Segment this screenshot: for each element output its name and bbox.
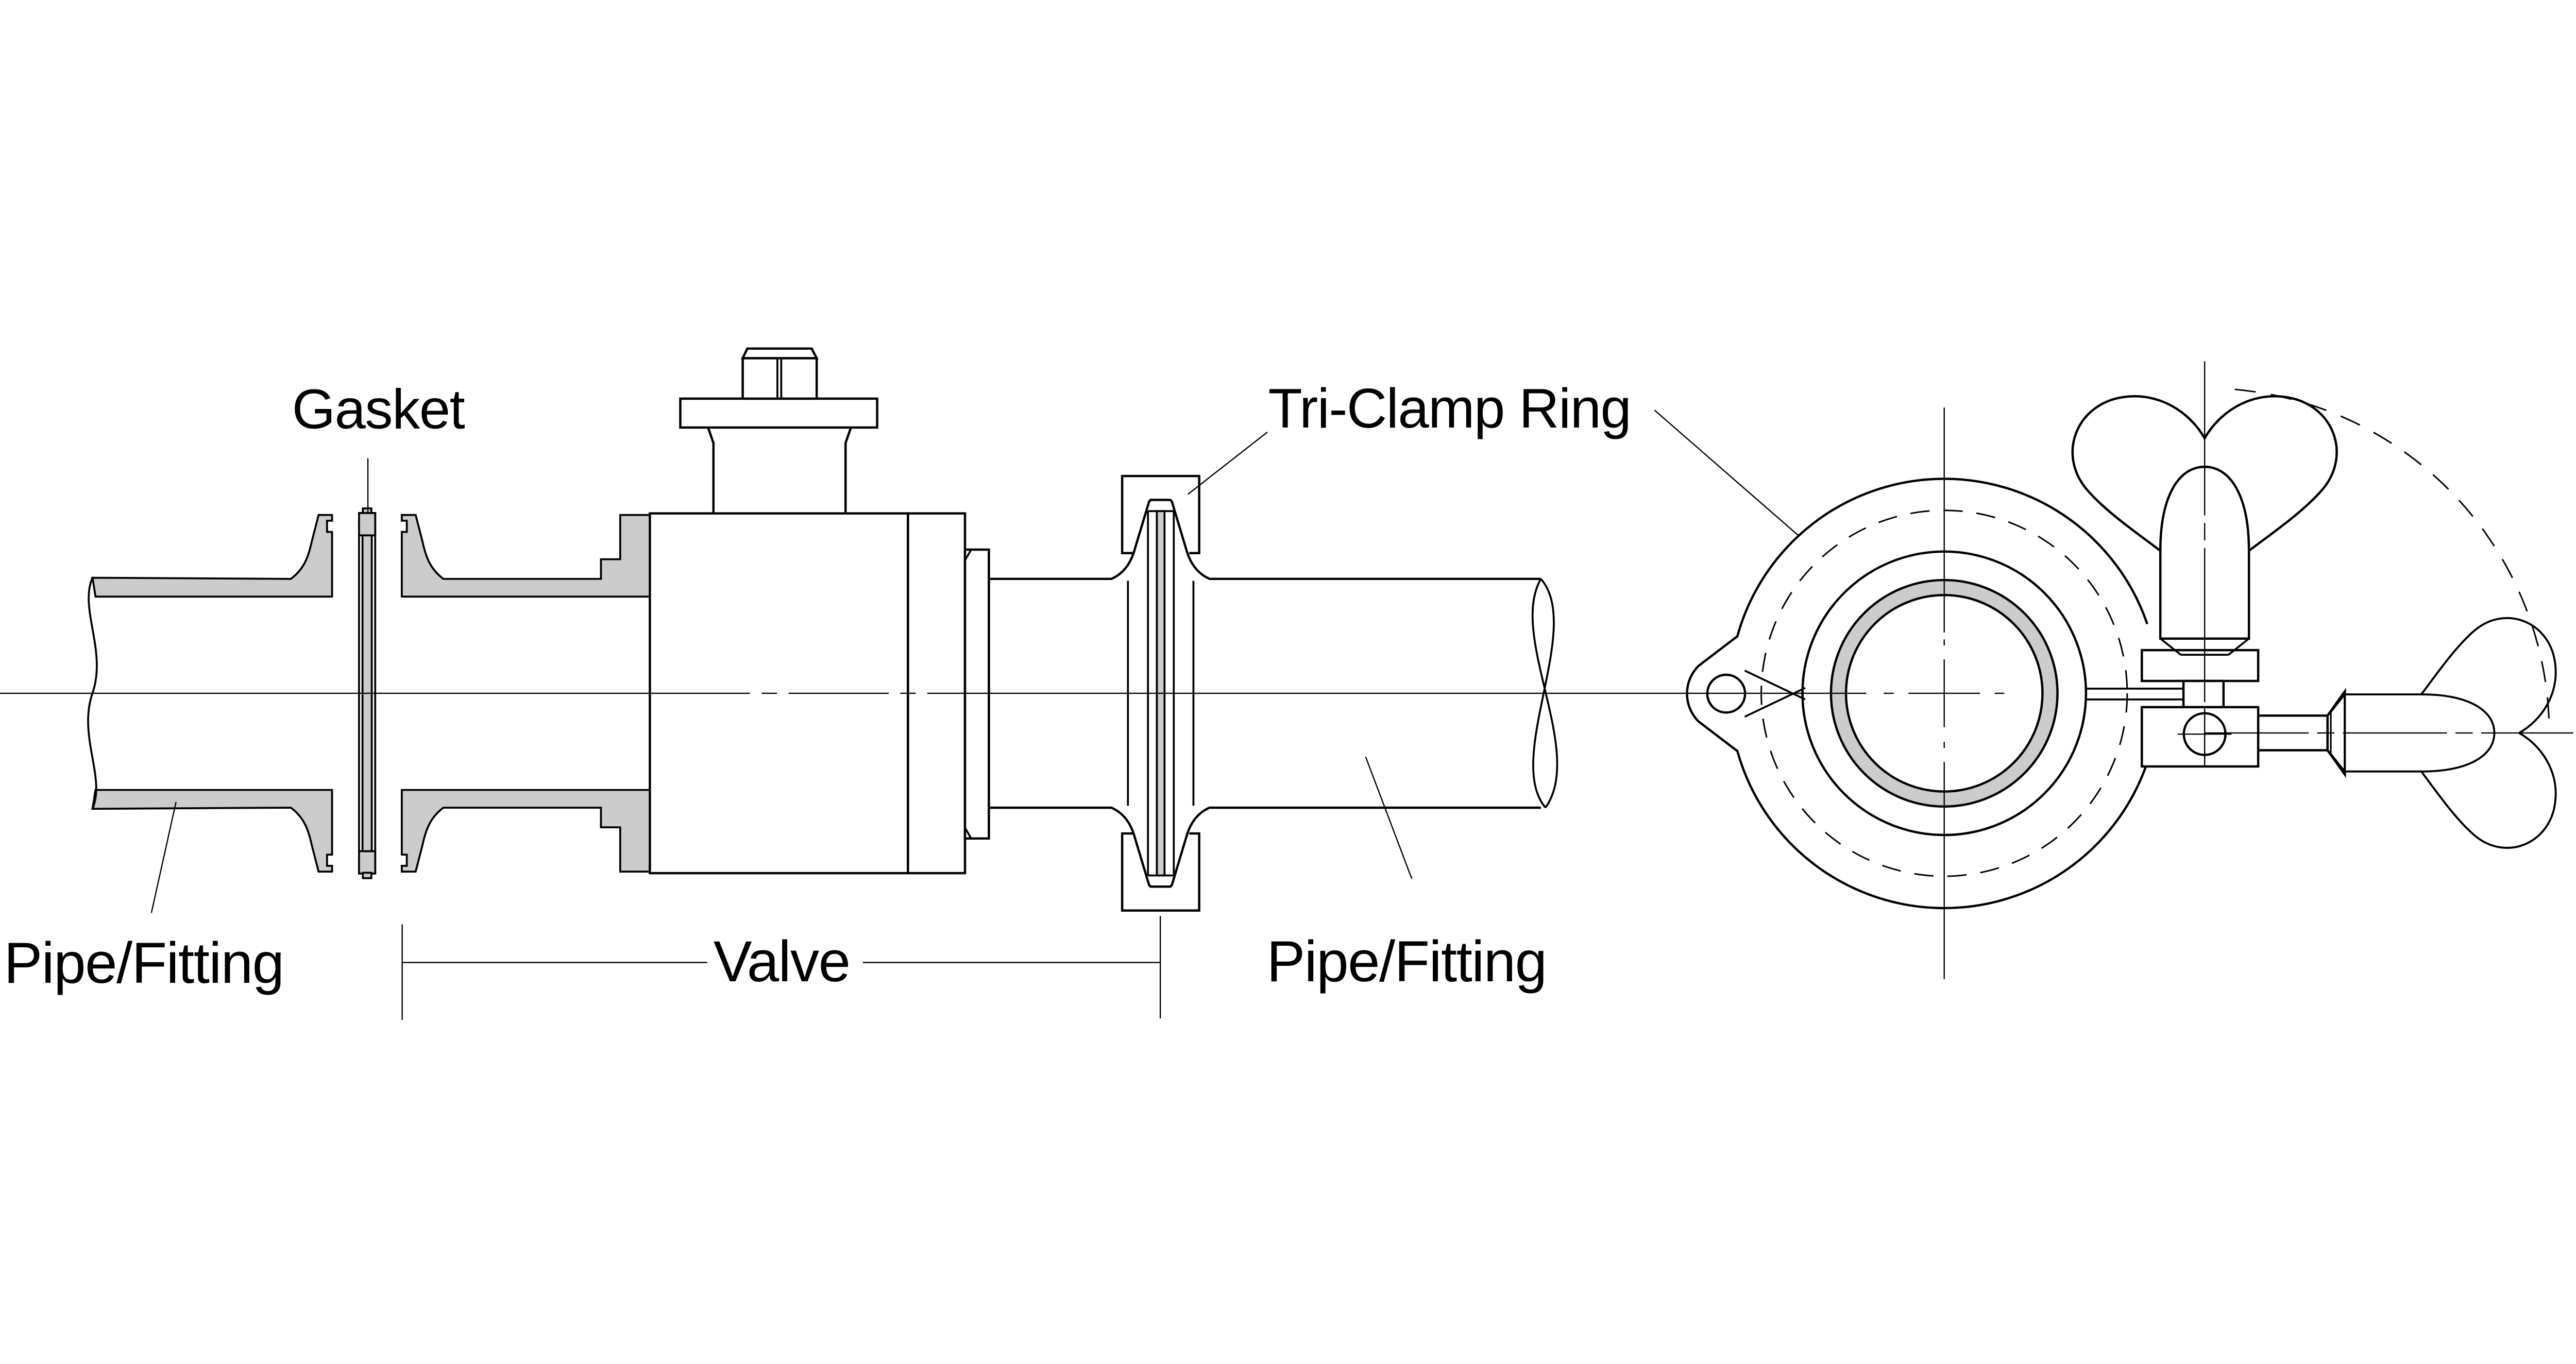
label-pipe-fitting-right: Pipe/Fitting [1267, 929, 1547, 994]
stem-neck [707, 427, 852, 514]
valve-stem-assembly [679, 347, 878, 514]
annotation-lines [150, 410, 1799, 1020]
labels: Gasket Tri-Clamp Ring Pipe/Fitting Valve… [4, 377, 1631, 995]
outlet-ring [963, 548, 990, 840]
centerlines [0, 407, 2005, 979]
pipe-fitting-right-leader [1365, 756, 1413, 879]
stem-mount-flange [679, 397, 878, 429]
tri-clamp-leader-left [1188, 431, 1268, 495]
bolt-swing-arc [2234, 388, 2550, 721]
valve-outlet-ferrule [963, 548, 990, 840]
nut-retainer [2182, 679, 2225, 709]
valve-inlet-wall-bottom [401, 789, 651, 873]
joint-flange-profile-top [989, 499, 1541, 581]
left-pipe-wall-bottom [91, 789, 333, 873]
clamp-block-bottom [1121, 832, 1200, 912]
pipe-fitting-left-leader [150, 802, 177, 913]
label-gasket: Gasket [292, 378, 465, 440]
swing-bolt-shank [2258, 714, 2328, 752]
tri-clamp-leader-right [1654, 410, 1799, 536]
valve-inlet-ferrule-section [401, 514, 651, 873]
tri-clamp-front-view [1686, 361, 2573, 910]
drawing-stage: Gasket Tri-Clamp Ring Pipe/Fitting Valve… [0, 347, 2573, 1020]
stem-bolt-split-line [776, 358, 783, 399]
swing-bolt-open [2258, 617, 2557, 849]
joint-flange-profile-bottom [989, 806, 1541, 888]
left-pipe-wall-top [91, 514, 333, 598]
gasket-bottom-tab [362, 872, 372, 879]
valve-inlet-wall-top [401, 514, 651, 598]
stem-bolt-body [741, 357, 818, 400]
technical-drawing-canvas: Gasket Tri-Clamp Ring Pipe/Fitting Valve… [0, 347, 2573, 1020]
clamp-gap-lines [2084, 688, 2184, 701]
label-pipe-fitting-left: Pipe/Fitting [4, 930, 283, 995]
stem-bolt-cap [741, 347, 819, 360]
label-tri-clamp-ring: Tri-Clamp Ring [1268, 377, 1631, 439]
label-valve: Valve [714, 929, 850, 994]
gasket-top-cap [358, 512, 377, 537]
gasket-bottom-cap [358, 850, 377, 875]
clamp-block-top [1121, 474, 1200, 554]
outlet-ring-chamfers [964, 549, 972, 839]
